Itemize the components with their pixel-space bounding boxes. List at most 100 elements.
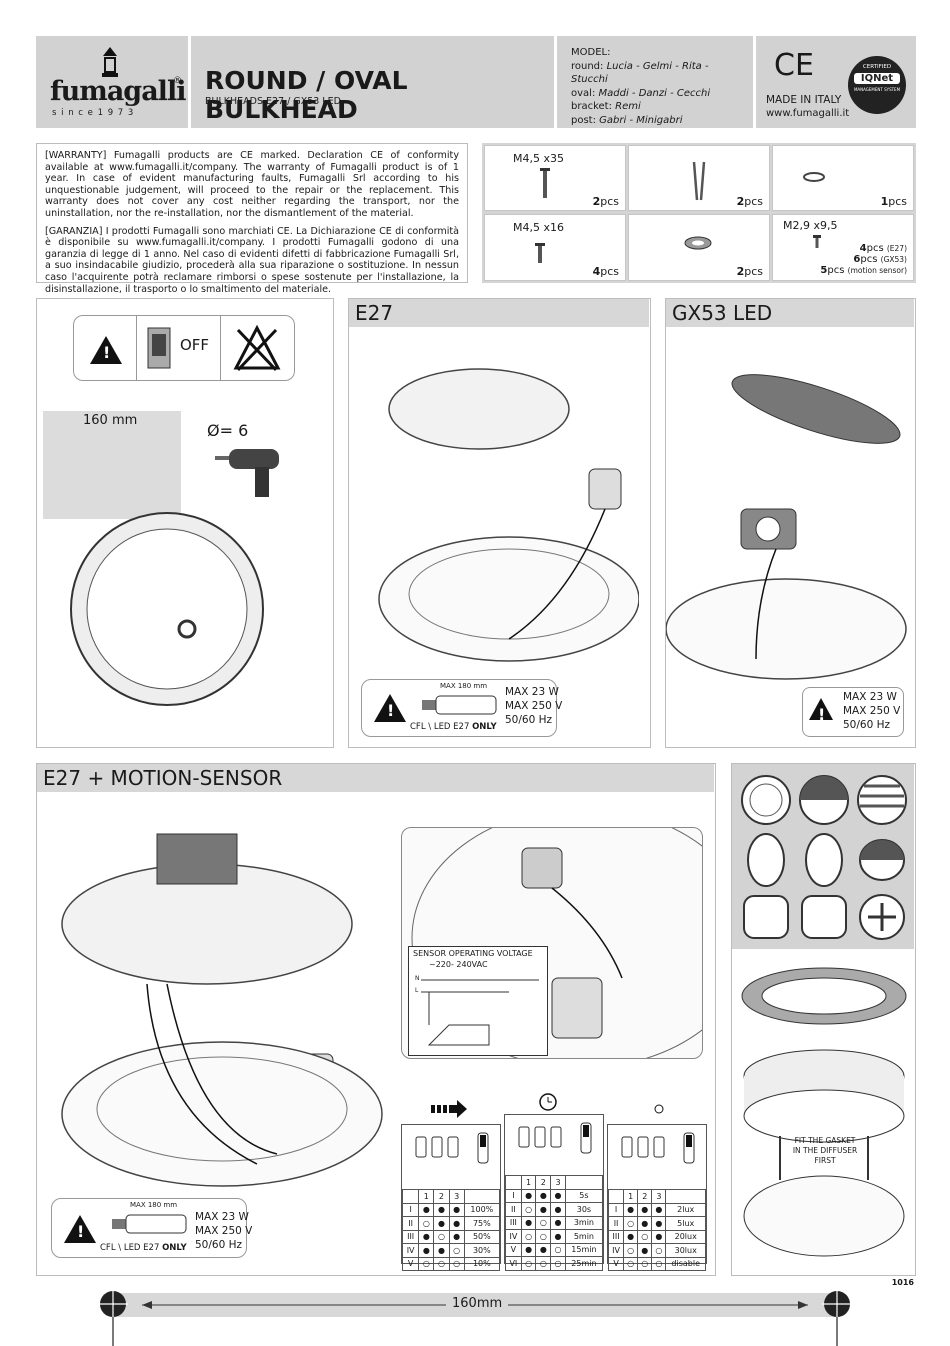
lux-icon xyxy=(634,1100,664,1118)
cell: ● xyxy=(418,1229,435,1244)
dip-switch-icon xyxy=(621,1132,695,1164)
lamp-only: ONLY xyxy=(162,1243,187,1253)
warranty-box: [WARRANTY] Fumagalli products are CE mar… xyxy=(36,143,468,295)
gasket-line: FIT THE GASKET xyxy=(794,1136,856,1145)
cell: ○ xyxy=(623,1243,639,1258)
part-unit: pcs xyxy=(600,195,619,208)
part-label: M4,5 x16 xyxy=(513,221,564,234)
wiring-drawing xyxy=(411,828,702,1058)
cell: 75% xyxy=(463,1216,501,1231)
part-qty: 4 xyxy=(859,243,867,254)
badge-bot: MANAGEMENT SYSTEM xyxy=(853,87,901,92)
cell: ○ xyxy=(433,1256,450,1271)
motion-sensor-panel: E27 + MOTION-SENSOR MAX 180 mm CFL \ LED… xyxy=(36,763,716,1276)
model-post-label: post: xyxy=(571,114,596,126)
cell: ● xyxy=(637,1202,653,1217)
e27-exploded-drawing xyxy=(378,368,639,662)
cell: 3min xyxy=(564,1215,604,1230)
e27-ratings: MAX 23 W MAX 250 V 50/60 Hz xyxy=(505,685,562,727)
sensor-voltage-box: SENSOR OPERATING VOLTAGE ~220- 240VAC N … xyxy=(408,946,548,1056)
frequency: 50/60 Hz xyxy=(843,719,891,731)
part-qty: 2 xyxy=(736,195,745,208)
warranty-it: [GARANZIA] I prodotti Fumagalli sono mar… xyxy=(45,225,459,295)
model-post: Gabri - Minigabri xyxy=(599,114,683,126)
part-wall-plugs: 2pcs xyxy=(628,145,770,211)
cell: II xyxy=(607,1216,625,1231)
cell: I xyxy=(505,1188,522,1203)
cell: 100% xyxy=(463,1202,501,1217)
cell: 5s xyxy=(564,1188,604,1203)
power-off-warning: OFF xyxy=(73,315,295,381)
cell: 30s xyxy=(564,1202,604,1217)
part-grommet: 2pcs xyxy=(628,214,770,281)
no-voltage-icon xyxy=(233,324,281,372)
cell: ● xyxy=(550,1188,566,1203)
lamp-type: CFL \ LED E27 xyxy=(100,1243,160,1253)
model-round: Lucia - Gelmi - Rita - Stucchi xyxy=(571,60,709,86)
cell: III xyxy=(505,1215,522,1230)
lamp-only: ONLY xyxy=(472,722,497,732)
cell: ● xyxy=(418,1202,435,1217)
model-bracket-label: bracket: xyxy=(571,101,612,112)
cell: 5lux xyxy=(665,1216,706,1231)
fixture-base-drawing xyxy=(70,512,264,706)
brand-reg: ® xyxy=(173,76,182,86)
col-head: 2 xyxy=(433,1189,450,1204)
part-unit: pcs xyxy=(827,265,845,276)
cell: ○ xyxy=(418,1256,435,1271)
cell: ● xyxy=(535,1242,552,1257)
motion-ratings: MAX 23 W MAX 250 V 50/60 Hz xyxy=(195,1210,252,1252)
max-volt: MAX 250 V xyxy=(505,700,563,712)
e27-panel: E27 MAX 180 mm CFL \ LED E27 ONLY MAX 23… xyxy=(348,298,651,748)
cell: ● xyxy=(550,1202,566,1217)
lamp-icon xyxy=(422,695,497,715)
sensor-voltage-range: ~220- 240VAC xyxy=(429,960,488,969)
warning-icon xyxy=(90,336,122,364)
part-screw-16: M4,5 x16 4pcs xyxy=(484,214,626,281)
cell: ● xyxy=(637,1216,653,1231)
cell: ● xyxy=(520,1188,537,1203)
install-panel: OFF 160 mm Ø= 6 xyxy=(36,298,334,748)
crosshair-left-icon xyxy=(98,1289,128,1346)
part-label: M2,9 x9,5 xyxy=(783,219,838,232)
cable-clip-icon xyxy=(803,172,825,182)
frequency: 50/60 Hz xyxy=(195,1239,243,1251)
cell: III xyxy=(607,1229,625,1244)
model-round-label: round: xyxy=(571,60,604,72)
parts-grid: M4,5 x35 2pcs 2pcs 1pcs M4,5 x16 4pcs 2p… xyxy=(482,143,916,283)
part-label: M4,5 x35 xyxy=(513,152,564,165)
drill-icon xyxy=(215,449,279,497)
cell: I xyxy=(401,1202,420,1217)
col-head: 3 xyxy=(651,1189,667,1204)
part-unit: pcs xyxy=(744,265,763,278)
neutral-label: N xyxy=(415,975,420,982)
cell: ○ xyxy=(637,1229,653,1244)
sensor-voltage-label: SENSOR OPERATING VOLTAGE xyxy=(413,949,533,958)
model-bracket: Remi xyxy=(615,101,641,112)
cell: 15min xyxy=(564,1242,604,1257)
cell: ● xyxy=(535,1188,552,1203)
dimension-label: 160mm xyxy=(446,1296,509,1311)
cell: ● xyxy=(550,1229,566,1244)
gx53-exploded-drawing xyxy=(666,374,907,680)
dip-switch-icon xyxy=(518,1122,592,1154)
cell: ○ xyxy=(520,1202,537,1217)
model-oval-label: oval: xyxy=(571,87,596,99)
part-note: (motion sensor) xyxy=(847,266,907,275)
wiring-detail: SENSOR OPERATING VOLTAGE ~220- 240VAC N … xyxy=(401,827,703,1059)
frequency: 50/60 Hz xyxy=(505,714,553,726)
wall-plug-icon xyxy=(692,161,706,201)
part-screw-35: M4,5 x35 2pcs xyxy=(484,145,626,211)
part-qty: 5 xyxy=(820,265,828,276)
cell: ● xyxy=(433,1202,450,1217)
gasket-line: IN THE DIFFUSER xyxy=(792,1146,858,1155)
cell: IV xyxy=(505,1229,522,1244)
cell: ● xyxy=(448,1202,465,1217)
lamp-type: CFL \ LED E27 xyxy=(410,722,470,732)
cell: ○ xyxy=(535,1215,552,1230)
model-block: MODEL: round: Lucia - Gelmi - Rita - Stu… xyxy=(557,36,753,128)
diffuser-panel: FIT THE GASKET IN THE DIFFUSER FIRST xyxy=(731,763,916,1276)
cell: ● xyxy=(550,1215,566,1230)
part-unit: pcs xyxy=(866,243,884,254)
cell: 30lux xyxy=(665,1243,706,1258)
